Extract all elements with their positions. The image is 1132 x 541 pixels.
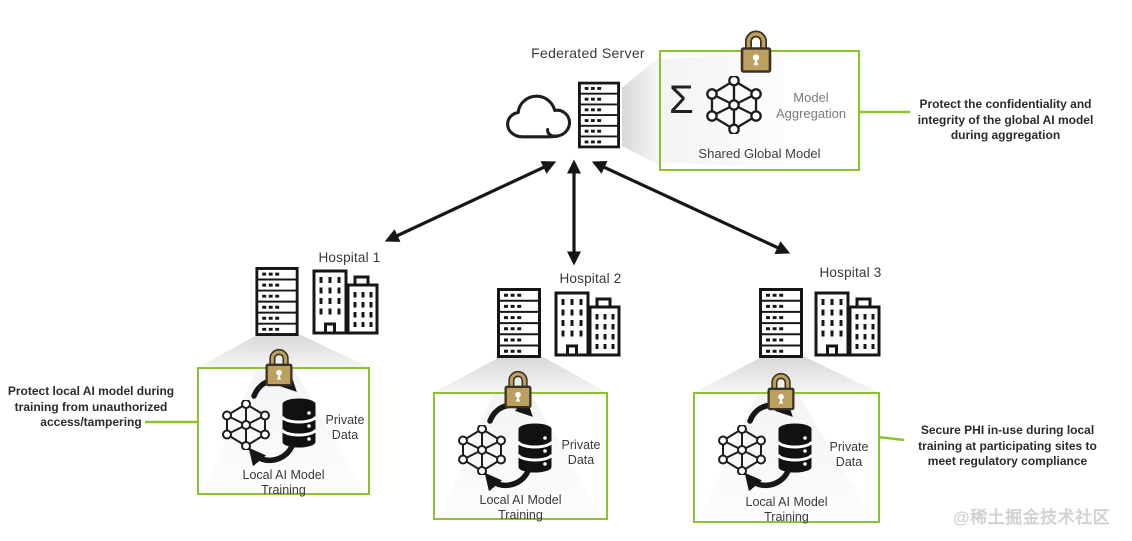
- server-hospital-3-arrow: [591, 161, 791, 254]
- server-hospital-1-arrow: [384, 161, 557, 242]
- model-aggregation-line: Model: [793, 90, 829, 105]
- watermark: @稀土掘金技术社区: [953, 508, 1111, 527]
- server-rack-icon: [759, 288, 803, 358]
- server-rack-icon: [578, 81, 620, 149]
- neural-network-icon: [706, 76, 762, 134]
- local-training-label: Local AI Model Training: [745, 495, 828, 524]
- hospital-1-label: Hospital 1: [318, 250, 381, 265]
- annotation-global: Protect the confidentiality and integrit…: [917, 97, 1094, 142]
- lock-icon: [739, 28, 773, 74]
- shared-global-model-label: Shared Global Model: [698, 146, 821, 161]
- sigma-symbol: Σ: [669, 78, 694, 122]
- private-data-label: Private Data: [561, 438, 601, 467]
- lock-icon: [766, 370, 796, 412]
- hospital-2-label: Hospital 2: [559, 271, 622, 286]
- lock-icon: [264, 346, 294, 388]
- model-aggregation-line: Aggregation: [775, 106, 847, 121]
- local-training-label: Local AI Model Training: [242, 468, 325, 497]
- local-model-box-1: Private Data Local AI Model Training: [197, 367, 370, 497]
- annotation-phi: Secure PHI in-use during local training …: [918, 423, 1097, 468]
- cloud-icon: [506, 94, 572, 139]
- hospital-buildings-icon: [554, 291, 621, 357]
- annotation-local: Protect local AI model during training f…: [7, 384, 175, 429]
- hospital-buildings-icon: [312, 269, 379, 335]
- private-data-label: Private Data: [325, 413, 365, 442]
- server-rack-icon: [497, 288, 541, 358]
- lock-icon: [503, 368, 533, 410]
- server-rack-icon: [255, 267, 299, 336]
- hospital-3-label: Hospital 3: [819, 265, 882, 280]
- projection-beam-federated: [622, 57, 659, 165]
- local-training-label: Local AI Model Training: [479, 493, 562, 522]
- private-data-label: Private Data: [829, 440, 869, 469]
- local-model-box-3: Private Data Local AI Model Training: [693, 392, 880, 524]
- federated-server-label: Federated Server: [531, 45, 645, 61]
- hospital-buildings-icon: [814, 291, 881, 357]
- local-model-box-2: Private Data Local AI Model Training: [433, 392, 608, 522]
- model-aggregation-label: Model Aggregation: [765, 90, 857, 122]
